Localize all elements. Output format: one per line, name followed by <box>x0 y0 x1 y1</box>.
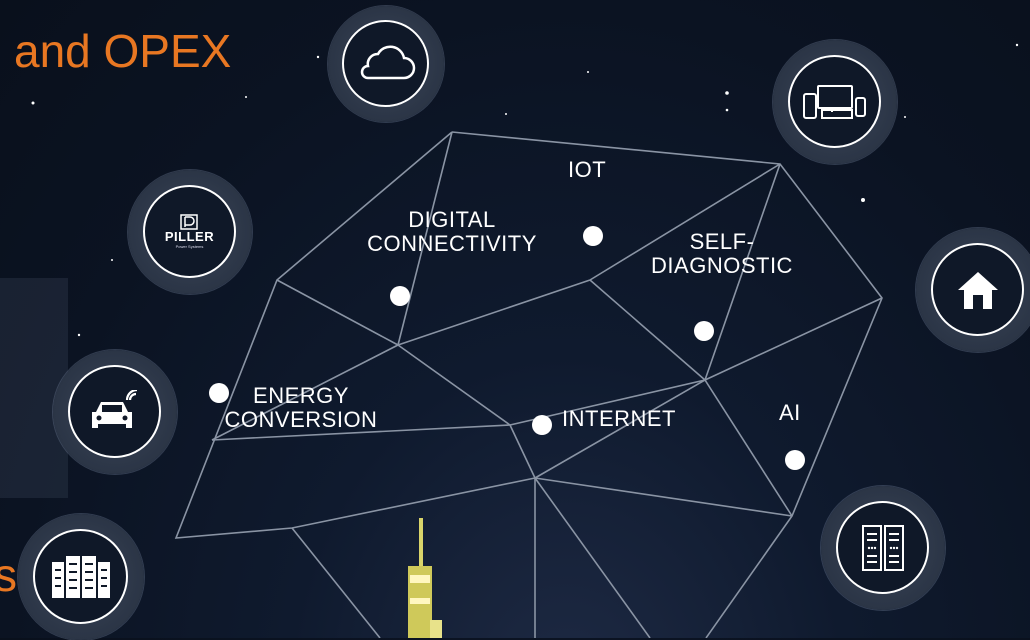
mesh-edge <box>397 279 591 346</box>
node-ai <box>785 450 805 470</box>
slide-title: and OPEX <box>14 25 232 77</box>
label-energy-line1: ENERGY <box>253 383 349 408</box>
piller-logo-name: PILLER <box>164 228 215 244</box>
mesh-edge <box>397 344 511 426</box>
mesh-outline-left <box>174 131 536 539</box>
mesh-edge <box>589 163 781 281</box>
node-internet <box>532 415 552 435</box>
home-badge <box>916 228 1030 352</box>
mesh-edge <box>211 424 511 441</box>
star <box>861 198 865 202</box>
label-self-line1: SELF- <box>689 229 755 254</box>
label-self-line2: DIAGNOSTIC <box>651 253 793 278</box>
star <box>1015 43 1019 47</box>
server-rack-icon <box>51 555 110 598</box>
tower-illustration <box>408 518 442 638</box>
star <box>725 108 729 112</box>
mesh-edge <box>534 477 651 638</box>
node-digital-connectivity <box>390 286 410 306</box>
mesh-edge <box>291 527 381 638</box>
mesh-edge <box>704 297 883 381</box>
server-icon <box>861 524 904 571</box>
server-badge <box>821 486 945 610</box>
cropped-heading-letter: s <box>0 549 17 601</box>
piller-logo: PILLER Power Systems <box>164 213 215 250</box>
mesh-edge <box>589 279 706 381</box>
car-icon <box>91 389 137 428</box>
mesh-edge <box>534 477 793 517</box>
server-rack-badge <box>18 514 144 640</box>
node-self-diagnostic <box>694 321 714 341</box>
label-digital-line2: CONNECTIVITY <box>367 231 537 256</box>
label-ai: AI <box>779 400 801 425</box>
label-iot: IOT <box>568 157 607 182</box>
star <box>77 333 81 337</box>
piller-mark-icon <box>180 213 199 230</box>
star <box>587 71 589 73</box>
devices-icon <box>802 84 866 119</box>
cloud-icon <box>360 45 415 79</box>
piller-logo-tagline: Power Systems <box>175 243 204 249</box>
star <box>111 259 113 261</box>
star <box>904 116 906 118</box>
star <box>316 55 320 59</box>
mesh-edge <box>397 131 453 346</box>
label-energy-line2: CONVERSION <box>224 407 378 432</box>
label-digital-line1: DIGITAL <box>408 207 496 232</box>
devices-badge <box>773 40 897 164</box>
piller-badge: PILLER Power Systems <box>128 170 252 294</box>
mesh-edge <box>704 163 781 381</box>
cloud-badge <box>328 6 444 122</box>
car-badge <box>53 350 177 474</box>
star <box>725 91 729 95</box>
node-energy-conversion <box>209 383 229 403</box>
mesh-edge <box>276 279 399 346</box>
label-energy-conversion: ENERGY CONVERSION <box>210 384 392 432</box>
label-self-diagnostic: SELF- DIAGNOSTIC <box>638 230 806 278</box>
mesh-edge <box>534 379 706 479</box>
label-digital-connectivity: DIGITAL CONNECTIVITY <box>352 208 552 256</box>
label-internet: INTERNET <box>562 406 676 431</box>
star <box>245 96 247 98</box>
mesh-edge <box>509 424 536 479</box>
node-iot <box>583 226 603 246</box>
mesh-edge <box>704 379 793 517</box>
mesh-edge <box>211 344 399 441</box>
home-icon <box>957 271 998 309</box>
star <box>31 101 35 105</box>
star <box>505 113 507 115</box>
